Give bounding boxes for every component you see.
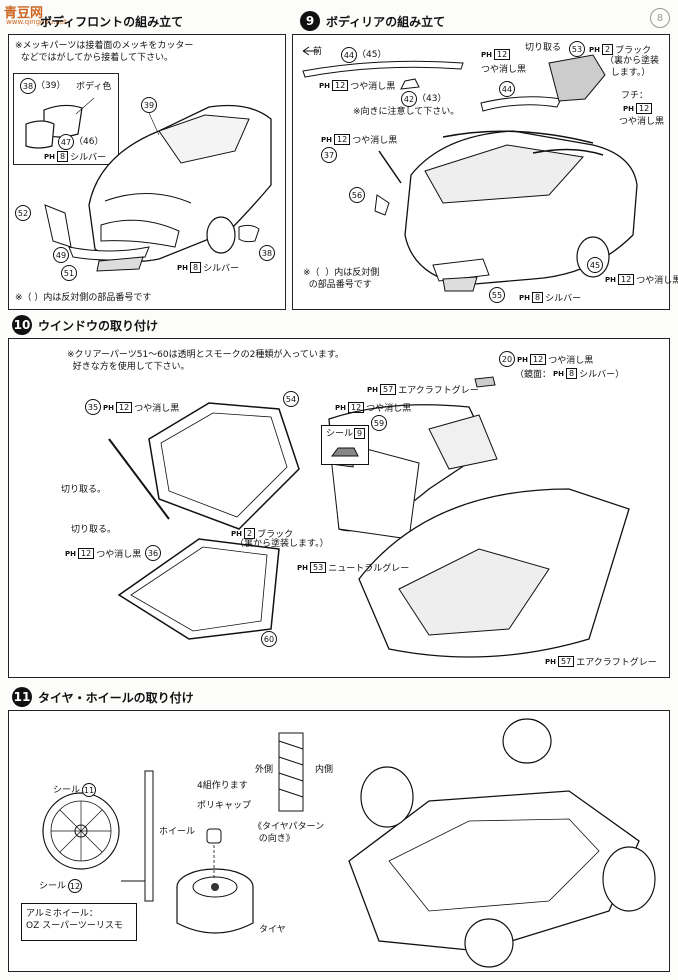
- cut-label: 切り取る: [525, 43, 562, 53]
- part-53: 53: [569, 41, 585, 57]
- step11-title: タイヤ・ホイールの取り付け: [38, 690, 194, 705]
- part-59: 59: [371, 415, 387, 431]
- direction-note: ※向きに注意して下さい。: [353, 107, 460, 117]
- body-color-label: ボディ色: [76, 82, 112, 92]
- matte-black-label-2: つや消し黒: [481, 65, 527, 75]
- wheel-name: アルミホイール： OZ スーパーツーリスモ: [26, 909, 123, 931]
- part-36: 36: [145, 545, 161, 561]
- part-45-paren: （45）: [357, 50, 387, 60]
- step8-title: ボディフロントの組み立て: [40, 14, 184, 29]
- step8-note: ※メッキパーツは接着面のメッキをカッター などではがしてから接着して下さい。: [15, 41, 194, 63]
- step10-header: 10 ウインドウの取り付け: [12, 314, 158, 336]
- part-42: 42: [401, 91, 417, 107]
- step8-header: ボディフロントの組み立て: [40, 10, 183, 32]
- step10-number: 10: [12, 315, 32, 335]
- edge-label: フチ：: [621, 91, 649, 101]
- step9-title: ボディリアの組み立て: [326, 14, 446, 29]
- step8-footnote: ※（ ）内は反対側の部品番号です: [15, 293, 152, 303]
- step9-number: 9: [300, 11, 320, 31]
- part-44: 44: [341, 47, 357, 63]
- part-49: 49: [53, 247, 69, 263]
- step11-header: 11 タイヤ・ホイールの取り付け: [12, 686, 194, 708]
- black-note-10: （裏から塗装します。）: [235, 539, 329, 549]
- part-39-paren: （39）: [36, 81, 66, 91]
- black-note: （裏から塗装 します。）: [605, 56, 660, 78]
- part-46-paren: （46）: [74, 137, 104, 147]
- wheel-drawing: [42, 718, 656, 968]
- part-38: 38: [20, 78, 36, 94]
- seal-9-shape: [331, 447, 359, 457]
- inside-label: 内側: [315, 765, 334, 775]
- cut-label-1: 切り取る。: [61, 485, 107, 495]
- site-logo: 青豆网: [4, 6, 44, 21]
- part-35: 35: [85, 399, 101, 415]
- step10-note: ※クリアーパーツ51〜60は透明とスモークの2種類が入っています。 好きな方を使…: [67, 350, 345, 372]
- cut-label-2: 切り取る。: [71, 525, 117, 535]
- part-37: 37: [321, 147, 337, 163]
- part-54: 54: [283, 391, 299, 407]
- part-51: 51: [61, 265, 77, 281]
- part-56: 56: [349, 187, 365, 203]
- car-rear-drawing: [302, 46, 638, 292]
- mirror-drawing: [25, 97, 95, 149]
- part-47: 47: [58, 134, 74, 150]
- part-39: 39: [141, 97, 157, 113]
- step9-footnote: ※（ ）内は反対側 の部品番号です: [303, 268, 380, 290]
- front-label: 前: [313, 47, 323, 57]
- wheel-name-box: アルミホイール： OZ スーパーツーリスモ: [21, 903, 137, 941]
- step9-header: 9 ボディリアの組み立て: [300, 10, 445, 32]
- tread-label: 《タイヤパターン の向き》: [253, 822, 325, 844]
- outside-label: 外側: [255, 765, 274, 775]
- tire-label: タイヤ: [259, 925, 286, 935]
- step8-panel: ※メッキパーツは接着面のメッキをカッター などではがしてから接着して下さい。 3…: [8, 34, 286, 310]
- car-front-drawing: [44, 104, 272, 272]
- edge-matte-black-label: つや消し黒: [619, 117, 665, 127]
- part-60: 60: [261, 631, 277, 647]
- part-20: 20: [499, 351, 515, 367]
- part-45: 45: [587, 257, 603, 273]
- part-43-paren: （43）: [417, 94, 447, 104]
- window-drawing: [108, 376, 630, 658]
- sets-label: 4組作ります: [197, 781, 248, 791]
- part-38-right: 38: [259, 245, 275, 261]
- step10-panel: ※クリアーパーツ51〜60は透明とスモークの2種類が入っています。 好きな方を使…: [8, 338, 670, 678]
- site-logo-url: www.qingdou.net: [6, 18, 67, 26]
- wheel-label: ホイール: [159, 827, 196, 837]
- part-52: 52: [15, 205, 31, 221]
- part-44-rear: 44: [499, 81, 515, 97]
- part-55: 55: [489, 287, 505, 303]
- step10-title: ウインドウの取り付け: [38, 318, 159, 333]
- page-number-badge: 8: [650, 8, 670, 28]
- poly-cap-label: ポリキャップ: [197, 801, 252, 811]
- step11-number: 11: [12, 687, 32, 707]
